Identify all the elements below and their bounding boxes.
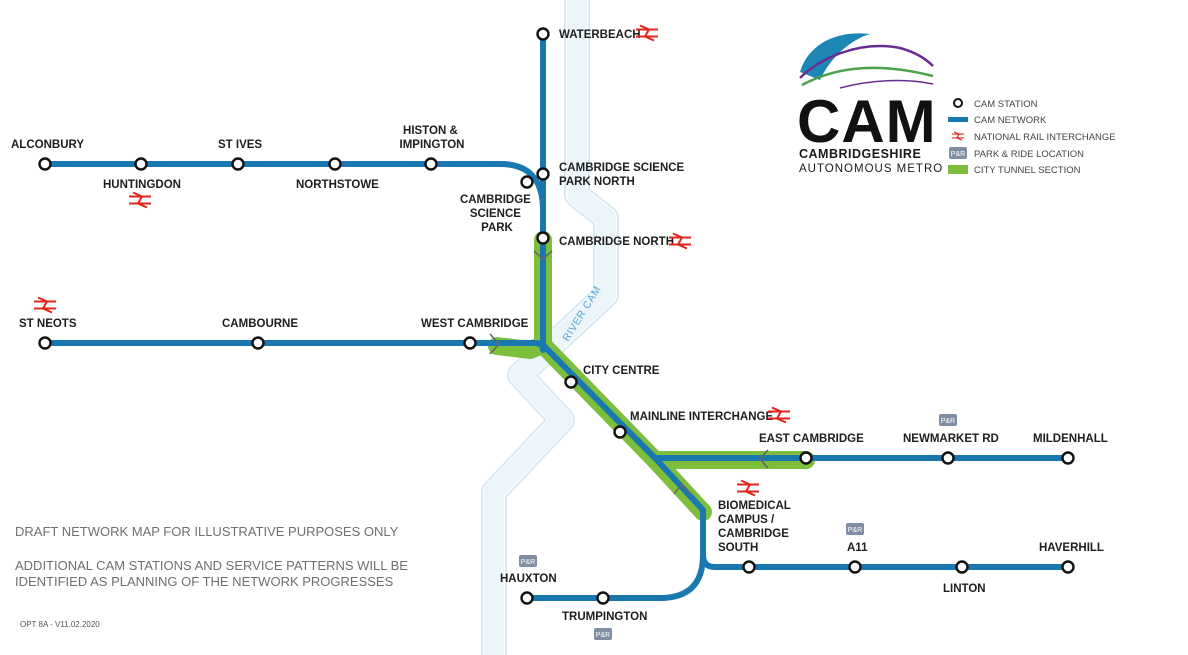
label-waterbeach: WATERBEACH [559,29,641,41]
legend-label: CAM STATION [974,99,1038,110]
label-mainline-interchange: MAINLINE INTERCHANGE [630,411,773,423]
svg-text:P&R: P&R [941,418,955,425]
legend-park-ride-icon: P&R [949,147,967,159]
version-label: OPT 8A - V11.02.2020 [20,620,100,629]
station-marker [536,231,550,245]
station-labels: WATERBEACH ALCONBURY HUNTINGDON ST IVES … [11,29,1108,623]
legend-rail-icon [951,131,965,141]
station-marker [463,336,477,350]
logo-wordmark: CAM [797,88,937,155]
park-ride-icon: P&R [519,555,537,567]
station-marker [536,27,550,41]
legend-network-swatch [948,117,968,122]
cam-network [42,31,1071,601]
logo-subtitle: CAMBRIDGESHIRE [799,147,922,161]
label-hauxton: HAUXTON [500,573,557,585]
cam-logo-graphic [799,33,934,89]
label-huntingdon: HUNTINGDON [103,179,181,191]
station-marker [251,336,265,350]
station-marker [536,167,550,181]
legend-station-icon [953,98,963,108]
station-marker [613,425,627,439]
national-rail-icon [128,191,152,209]
river-cam: RIVER CAM [481,0,619,655]
station-marker [520,591,534,605]
station-marker [941,451,955,465]
logo-tagline: AUTONOMOUS METRO [799,163,944,175]
stations [38,27,1075,605]
legend-tunnel-swatch [948,165,968,174]
legend-label: PARK & RIDE LOCATION [974,149,1084,160]
station-marker [799,451,813,465]
label-trumpington: TRUMPINGTON [562,611,647,623]
station-marker [38,336,52,350]
label-histon: HISTON & IMPINGTON [400,125,465,151]
station-marker [848,560,862,574]
label-cambridge-science-park: CAMBRIDGE SCIENCE PARK [460,194,534,234]
station-marker [424,157,438,171]
station-marker [1061,560,1075,574]
svg-text:P&R: P&R [951,151,965,158]
label-a11: A11 [847,542,868,554]
station-marker [596,591,610,605]
planning-note-line2: IDENTIFIED AS PLANNING OF THE NETWORK PR… [15,574,394,589]
label-city-centre: CITY CENTRE [583,365,660,377]
label-science-park-north: CAMBRIDGE SCIENCE PARK NORTH [559,162,687,188]
label-east-cambridge: EAST CAMBRIDGE [759,433,864,445]
label-linton: LINTON [943,583,986,595]
station-marker [955,560,969,574]
park-ride-icon: P&R [594,628,612,640]
label-st-ives: ST IVES [218,139,262,151]
station-marker [134,157,148,171]
svg-text:P&R: P&R [596,632,610,639]
label-haverhill: HAVERHILL [1039,542,1104,554]
svg-text:P&R: P&R [848,527,862,534]
label-alconbury: ALCONBURY [11,139,84,151]
draft-note: DRAFT NETWORK MAP FOR ILLUSTRATIVE PURPO… [15,524,399,539]
label-st-neots: ST NEOTS [19,318,77,330]
legend-label: CAM NETWORK [974,115,1047,126]
station-marker [742,560,756,574]
tunnel-portals [489,250,769,495]
station-marker [38,157,52,171]
legend-label: CITY TUNNEL SECTION [974,165,1081,176]
label-northstowe: NORTHSTOWE [296,179,379,191]
planning-note-line1: ADDITIONAL CAM STATIONS AND SERVICE PATT… [15,558,408,573]
station-marker [1061,451,1075,465]
label-cambourne: CAMBOURNE [222,318,298,330]
legend-labels: CAM STATION CAM NETWORK NATIONAL RAIL IN… [974,99,1116,176]
national-rail-icon [736,479,760,497]
label-cambridge-north: CAMBRIDGE NORTH [559,236,674,248]
park-ride-badges: P&R P&R P&R P&R [519,414,957,640]
station-marker [231,157,245,171]
label-mildenhall: MILDENHALL [1033,433,1108,445]
label-west-cambridge: WEST CAMBRIDGE [421,318,529,330]
station-marker [328,157,342,171]
svg-text:P&R: P&R [521,559,535,566]
park-ride-icon: P&R [939,414,957,426]
station-marker [520,175,534,189]
station-marker [564,375,578,389]
legend-symbols: P&R [948,98,968,174]
park-ride-icon: P&R [846,523,864,535]
legend-label: NATIONAL RAIL INTERCHANGE [974,132,1116,143]
label-biomedical: BIOMEDICAL CAMPUS / CAMBRIDGE SOUTH [718,500,794,554]
label-newmarket-rd: NEWMARKET RD [903,433,999,445]
rail-interchanges [33,24,791,497]
national-rail-icon [33,296,57,314]
